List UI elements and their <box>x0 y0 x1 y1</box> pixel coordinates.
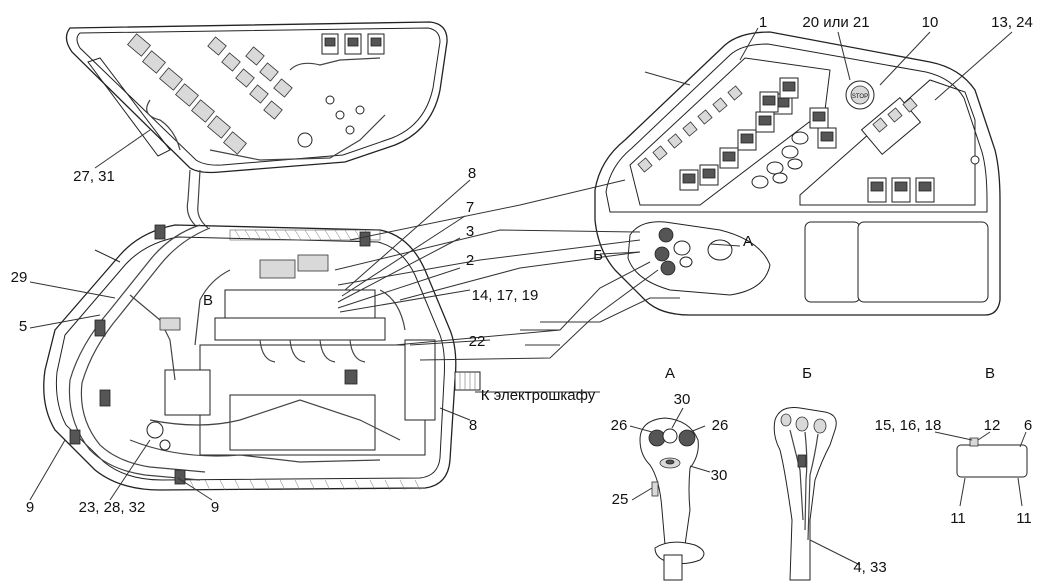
label-13-24: 13, 24 <box>991 14 1033 31</box>
view-title-v: В <box>985 365 995 382</box>
main-housing <box>43 224 481 491</box>
view-title-b: Б <box>802 365 812 382</box>
stop-button-icon: STOP <box>845 80 875 110</box>
svg-text:STOP: STOP <box>852 94 868 100</box>
label-8-bottom: 8 <box>469 417 477 434</box>
view-a-joystick <box>639 417 705 581</box>
callout-labels: 1 20 или 21 10 13, 24 27, 31 8 7 3 2 14,… <box>11 14 1033 576</box>
label-9-left: 9 <box>26 499 34 516</box>
label-1: 1 <box>759 14 767 31</box>
console-joystick <box>627 221 771 296</box>
label-8-top: 8 <box>468 165 476 182</box>
label-12: 12 <box>984 417 1001 434</box>
label-26-right: 26 <box>712 417 729 434</box>
label-10: 10 <box>922 14 939 31</box>
label-27-31: 27, 31 <box>73 168 115 185</box>
label-5: 5 <box>19 318 27 335</box>
label-2: 2 <box>466 252 474 269</box>
arrow-label-b: Б <box>593 247 603 264</box>
label-25: 25 <box>612 491 629 508</box>
label-15-16-18: 15, 16, 18 <box>875 417 942 434</box>
label-26-left: 26 <box>611 417 628 434</box>
label-11-left: 11 <box>950 510 966 527</box>
console-panel: STOP <box>594 31 1001 316</box>
top-left-switch-panel <box>65 21 448 229</box>
panel-switches <box>127 33 385 155</box>
label-7: 7 <box>466 199 474 216</box>
label-30-bottom: 30 <box>711 467 728 484</box>
label-20-or-21: 20 или 21 <box>802 14 869 31</box>
label-23-28-32: 23, 28, 32 <box>79 499 146 516</box>
label-6: 6 <box>1024 417 1032 434</box>
label-9-right: 9 <box>211 499 219 516</box>
label-14-17-19: 14, 17, 19 <box>472 287 539 304</box>
label-22: 22 <box>469 333 486 350</box>
label-to-cabinet: К электрошкафу <box>481 387 596 404</box>
leader-lines <box>29 27 1013 501</box>
view-v-box <box>934 431 1028 507</box>
label-29: 29 <box>11 269 28 286</box>
label-3: 3 <box>466 223 474 240</box>
console-switches <box>637 77 935 203</box>
arrow-label-a: А <box>743 233 753 250</box>
label-30-top: 30 <box>674 391 691 408</box>
label-11-right: 11 <box>1016 510 1032 527</box>
label-v-inner: В <box>203 292 213 309</box>
view-b-joystick-section <box>773 407 861 581</box>
view-title-a: А <box>665 365 675 382</box>
label-4-33: 4, 33 <box>853 559 886 576</box>
